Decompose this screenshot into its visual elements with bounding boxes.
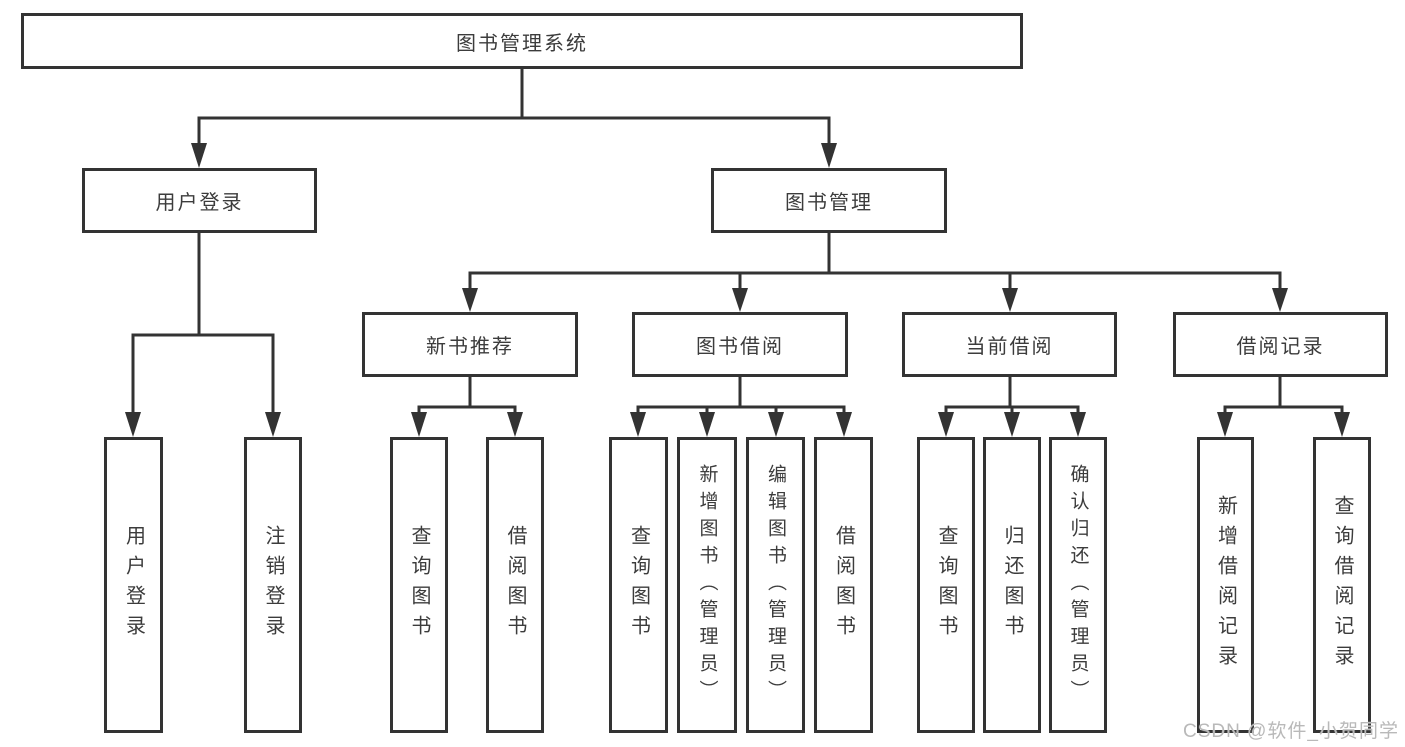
leaf-edit-books-admin: 编辑图书（管理员） (746, 437, 805, 733)
leaf-add-borrow-record: 新增借阅记录 (1197, 437, 1254, 733)
leaf-confirm-return-admin: 确认归还（管理员） (1049, 437, 1107, 733)
leaf-return-books: 归还图书 (983, 437, 1041, 733)
node-borrow-records: 借阅记录 (1173, 312, 1388, 377)
node-label: 借阅记录 (1236, 336, 1325, 358)
leaf-add-books-admin: 新增图书（管理员） (677, 437, 737, 733)
leaf-borrowing-query-books: 查询图书 (609, 437, 668, 733)
node-label: 归还图书 (1001, 525, 1023, 645)
node-label: 图书借阅 (696, 336, 784, 358)
node-label: 图书管理 (785, 192, 873, 214)
node-library-management-system: 图书管理系统 (21, 13, 1023, 69)
leaf-recommend-borrow-books: 借阅图书 (486, 437, 544, 733)
node-label: 注销登录 (262, 525, 284, 645)
node-label: 查询图书 (627, 525, 650, 645)
node-label: 用户登录 (122, 525, 145, 645)
node-user-login: 用户登录 (82, 168, 317, 233)
leaf-borrow-books: 借阅图书 (814, 437, 873, 733)
leaf-query-borrow-record: 查询借阅记录 (1313, 437, 1371, 733)
node-label: 查询图书 (935, 525, 957, 645)
leaf-user-login: 用户登录 (104, 437, 163, 733)
leaf-logout: 注销登录 (244, 437, 302, 733)
leaf-current-query-books: 查询图书 (917, 437, 975, 733)
node-label: 借阅图书 (504, 525, 526, 645)
csdn-watermark: CSDN @软件_小贺同学 (1183, 721, 1399, 742)
leaf-recommend-query-books: 查询图书 (390, 437, 448, 733)
node-label: 新增借阅记录 (1214, 495, 1237, 675)
node-label: 编辑图书（管理员） (765, 463, 786, 707)
node-label: 查询借阅记录 (1331, 495, 1353, 675)
node-current-borrowing: 当前借阅 (902, 312, 1117, 377)
node-label: 新书推荐 (426, 336, 514, 358)
node-label: 图书管理系统 (456, 32, 588, 55)
node-label: 借阅图书 (832, 525, 855, 645)
node-label: 查询图书 (408, 525, 430, 645)
node-new-book-recommend: 新书推荐 (362, 312, 578, 377)
node-label: 新增图书（管理员） (696, 463, 718, 707)
node-book-borrowing: 图书借阅 (632, 312, 848, 377)
node-label: 确认归还（管理员） (1067, 463, 1089, 707)
node-label: 用户登录 (155, 192, 244, 214)
node-book-management: 图书管理 (711, 168, 947, 233)
node-label: 当前借阅 (965, 336, 1054, 358)
